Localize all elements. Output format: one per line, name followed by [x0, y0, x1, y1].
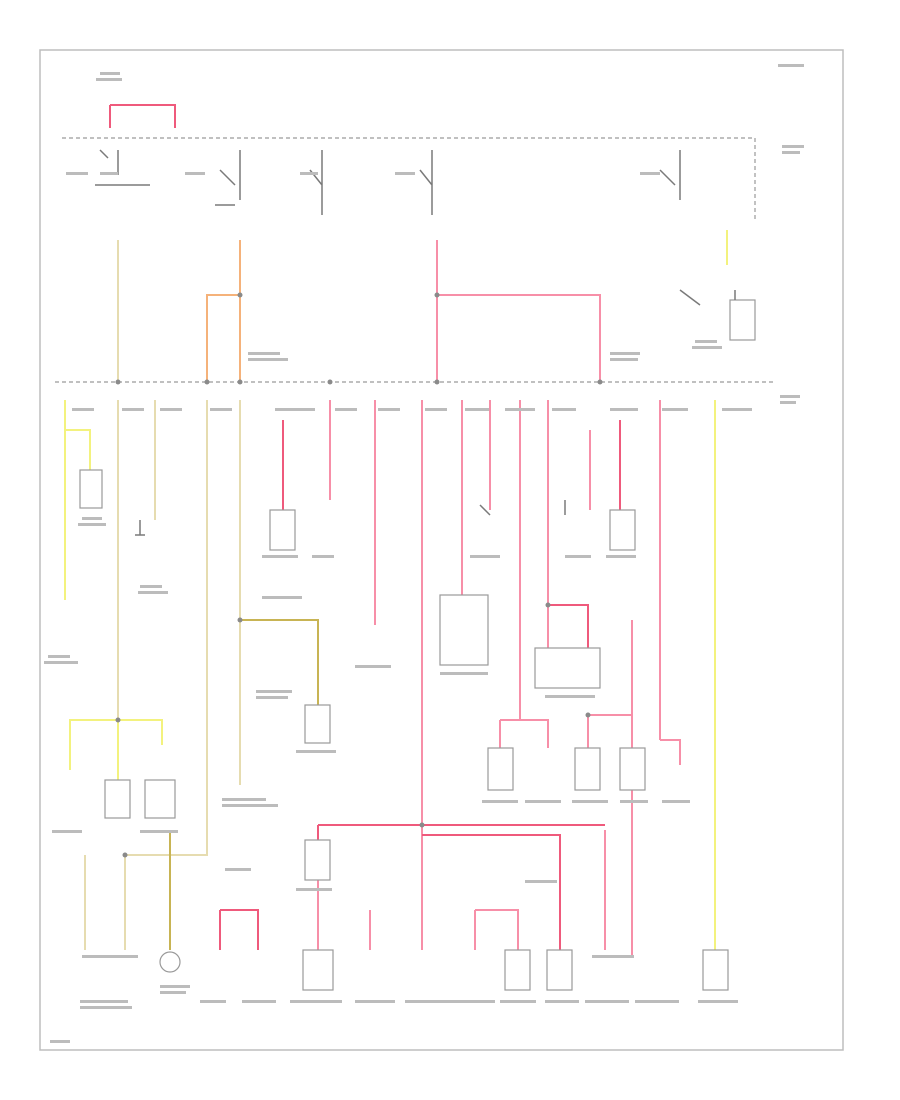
main-feeds [117, 230, 728, 380]
right-branch-wires [282, 400, 716, 955]
connector-box [144, 779, 176, 819]
diagram-frame [39, 49, 844, 1051]
connector-box [729, 299, 756, 341]
switch-1 [95, 149, 150, 186]
component-boxes [79, 299, 756, 991]
connector-box [304, 839, 331, 881]
switch-4 [419, 150, 433, 215]
ground-symbols [135, 289, 736, 536]
connector-box [302, 949, 334, 991]
connector-box [574, 747, 601, 791]
connector-box [104, 779, 131, 819]
top-red-link [110, 104, 176, 128]
dashed-bus-lines [55, 137, 775, 383]
connector-box [439, 594, 489, 666]
connector-box [546, 949, 573, 991]
placeholder-labels [44, 64, 804, 1043]
connector-round [159, 951, 181, 973]
splice-dots [115, 292, 603, 858]
connector-box [269, 509, 296, 551]
fuse-relay-switch-icons [95, 149, 681, 215]
left-branch-wires [64, 400, 319, 950]
connector-box [619, 747, 646, 791]
connector-box [504, 949, 531, 991]
switch-3 [309, 150, 323, 215]
connector-box [79, 469, 103, 509]
connector-box [702, 949, 729, 991]
lower-bus-wires [219, 824, 605, 950]
switch-5 [659, 150, 681, 200]
connector-box [609, 509, 636, 551]
connector-box [304, 704, 331, 744]
switch-2 [215, 150, 241, 206]
connector-box [534, 647, 601, 689]
connector-box [487, 747, 514, 791]
